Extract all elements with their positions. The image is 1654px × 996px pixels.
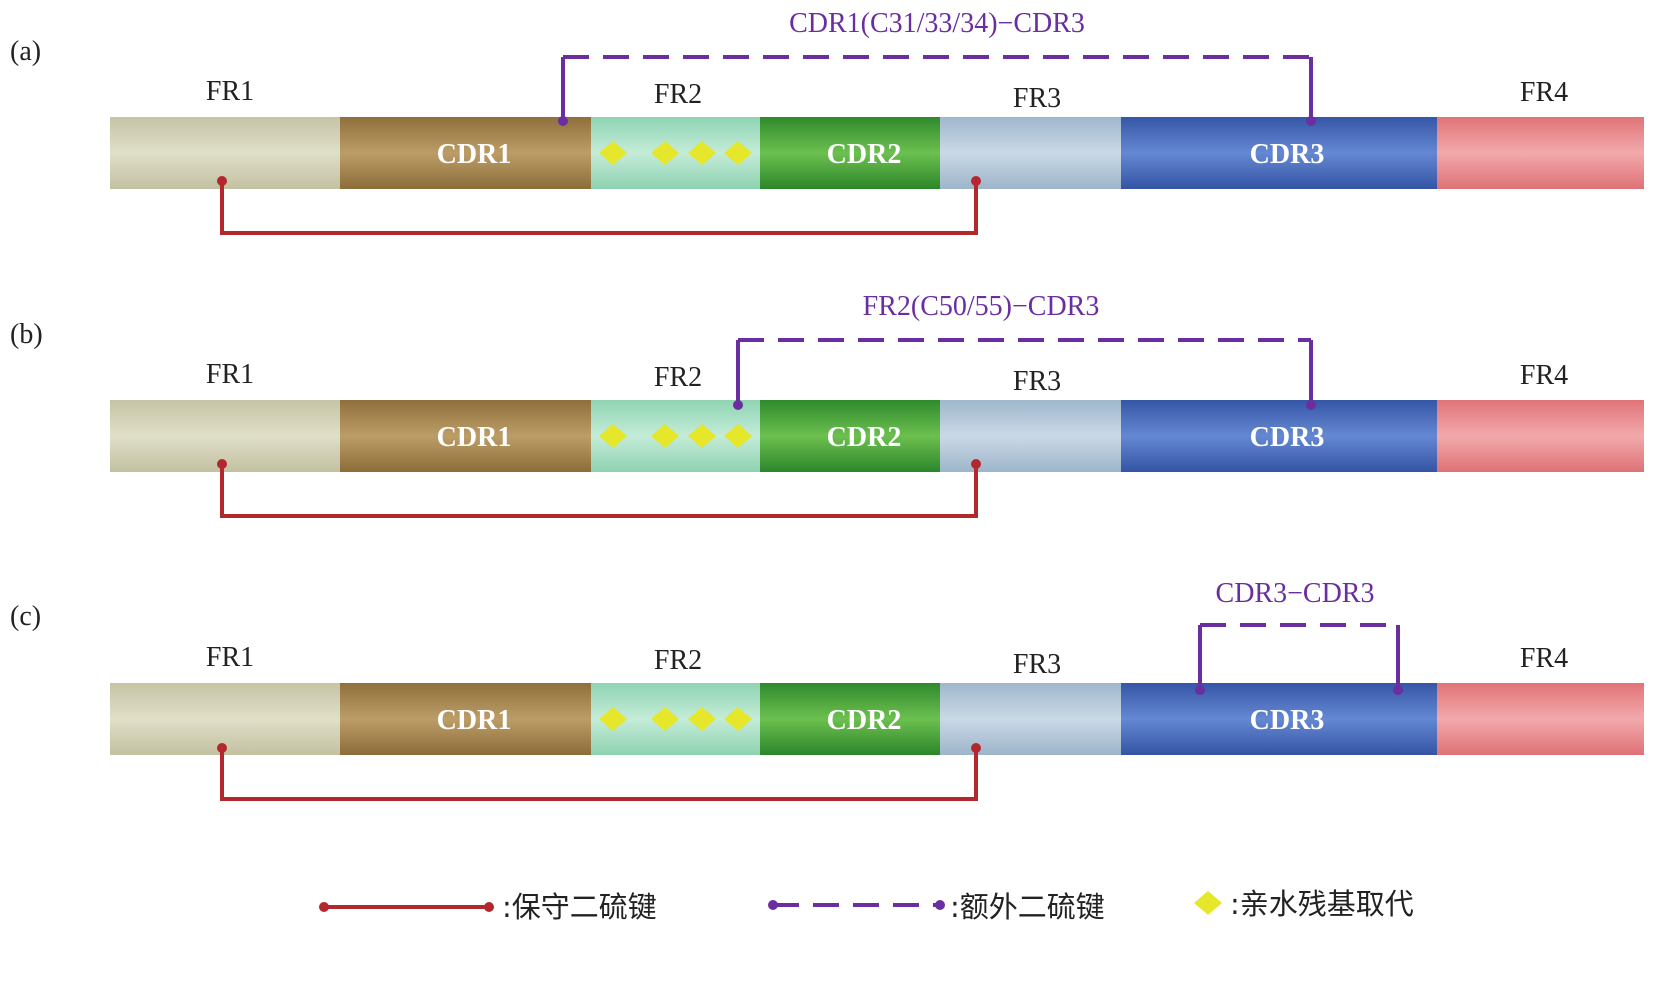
cdr1-label: CDR1 — [437, 422, 512, 453]
extra-bond-label: CDR3−CDR3 — [1216, 578, 1375, 609]
hydrophilic-diamond — [599, 141, 627, 165]
cdr2-label: CDR2 — [827, 705, 902, 736]
fr2-label: FR2 — [654, 362, 702, 393]
segment-cdr3 — [1121, 117, 1438, 189]
conserved-disulfide-bond — [217, 459, 981, 518]
segment-cdr3 — [1121, 683, 1438, 755]
panel-a: (a) FR1 FR2 FR3 FR4 CDR1 CDR2 CDR3 — [10, 8, 1644, 235]
segment-cdr1 — [340, 683, 592, 755]
fr4-label: FR4 — [1520, 77, 1568, 108]
segment-fr3 — [940, 400, 1122, 472]
legend-hydrophilic-label: :亲水残基取代 — [1230, 887, 1414, 921]
hydrophilic-substitutions — [599, 141, 752, 165]
segment-cdr2 — [760, 400, 941, 472]
segment-fr4 — [1437, 400, 1644, 472]
fr1-label: FR1 — [206, 359, 254, 390]
panel-c: (c) FR1 FR2 FR3 FR4 CDR1 CDR2 CDR3 — [10, 578, 1644, 801]
cdr3-label: CDR3 — [1250, 422, 1325, 453]
extra-bond-label: CDR1(C31/33/34)−CDR3 — [789, 8, 1085, 39]
hydrophilic-diamond — [651, 141, 679, 165]
cdr1-label: CDR1 — [437, 705, 512, 736]
hydrophilic-diamond — [724, 424, 752, 448]
fr3-label: FR3 — [1013, 83, 1061, 114]
segment-fr4 — [1437, 117, 1644, 189]
hydrophilic-diamond — [688, 424, 716, 448]
extra-bond-label: FR2(C50/55)−CDR3 — [863, 291, 1100, 322]
fr3-label: FR3 — [1013, 366, 1061, 397]
segment-cdr2 — [760, 117, 941, 189]
fr2-label: FR2 — [654, 645, 702, 676]
legend: :保守二硫键 :额外二硫键 :亲水残基取代 — [319, 887, 1414, 924]
fr1-label: FR1 — [206, 642, 254, 673]
cdr2-label: CDR2 — [827, 139, 902, 170]
segment-fr1 — [110, 117, 341, 189]
segment-cdr2 — [760, 683, 941, 755]
cdr1-label: CDR1 — [437, 139, 512, 170]
segment-fr3 — [940, 117, 1122, 189]
hydrophilic-diamond — [724, 707, 752, 731]
fr3-label: FR3 — [1013, 649, 1061, 680]
hydrophilic-diamond — [599, 424, 627, 448]
legend-extra-bond-swatch — [768, 900, 945, 910]
segment-fr3 — [940, 683, 1122, 755]
extra-disulfide-bond — [733, 338, 1316, 410]
legend-hydrophilic-diamond — [1194, 891, 1222, 915]
segment-cdr3 — [1121, 400, 1438, 472]
hydrophilic-diamond — [651, 424, 679, 448]
cdr3-label: CDR3 — [1250, 139, 1325, 170]
segment-fr1 — [110, 400, 341, 472]
hydrophilic-diamond — [688, 707, 716, 731]
hydrophilic-diamond — [724, 141, 752, 165]
segment-cdr1 — [340, 400, 592, 472]
cdr3-label: CDR3 — [1250, 705, 1325, 736]
segment-cdr1 — [340, 117, 592, 189]
legend-extra-label: :额外二硫键 — [950, 890, 1105, 924]
extra-disulfide-bond — [1195, 623, 1403, 695]
conserved-disulfide-bond — [217, 176, 981, 235]
hydrophilic-substitutions — [599, 707, 752, 731]
conserved-disulfide-bond — [217, 743, 981, 801]
panel-b: (b) FR1 FR2 FR3 FR4 CDR1 CDR2 CDR3 — [10, 291, 1644, 518]
fr1-label: FR1 — [206, 76, 254, 107]
extra-disulfide-bond — [558, 55, 1316, 126]
panel-label: (a) — [10, 36, 41, 67]
hydrophilic-diamond — [651, 707, 679, 731]
hydrophilic-diamond — [688, 141, 716, 165]
panel-label: (c) — [10, 601, 41, 632]
panel-label: (b) — [10, 319, 43, 350]
fr2-label: FR2 — [654, 79, 702, 110]
hydrophilic-diamond — [599, 707, 627, 731]
segment-fr4 — [1437, 683, 1644, 755]
legend-conserved-bond-swatch — [319, 902, 494, 912]
fr4-label: FR4 — [1520, 643, 1568, 674]
legend-conserved-label: :保守二硫键 — [502, 890, 657, 924]
fr4-label: FR4 — [1520, 360, 1568, 391]
segment-fr1 — [110, 683, 341, 755]
hydrophilic-substitutions — [599, 424, 752, 448]
cdr2-label: CDR2 — [827, 422, 902, 453]
